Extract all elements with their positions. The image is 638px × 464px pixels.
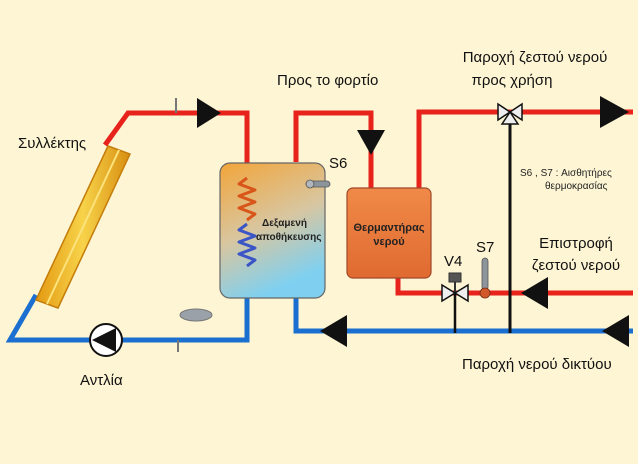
label-hot-return-2: ζεστού νερού	[532, 257, 620, 274]
arrow-solar-hot	[197, 98, 221, 128]
valve-v4	[441, 272, 469, 303]
mixing-valve-top	[497, 102, 523, 125]
heater-hot-supply-pipe	[416, 109, 633, 190]
pump	[89, 323, 123, 357]
label-tank-2: αποθήκευσης	[256, 232, 321, 243]
label-v4: V4	[444, 253, 462, 270]
label-hot-supply-1: Παροχή ζεστού νερού	[463, 49, 608, 66]
sensor-s6	[305, 179, 331, 189]
label-to-load: Προς το φορτίο	[277, 72, 378, 89]
hot-return-pipe	[395, 278, 633, 296]
arrow-to-heater	[357, 130, 385, 155]
label-s6: S6	[329, 155, 347, 172]
solar-collector	[34, 145, 132, 309]
label-pump: Αντλία	[80, 372, 123, 389]
label-hot-supply-2: προς χρήση	[472, 72, 553, 89]
solar-cold-pipe	[5, 293, 250, 343]
sensor-s7	[479, 257, 491, 299]
storage-tank	[219, 162, 326, 299]
label-sensors-note-1: S6 , S7 : Αισθητήρες	[520, 167, 612, 179]
label-mains-supply: Παροχή νερού δικτύου	[462, 356, 612, 373]
label-s7: S7	[476, 239, 494, 256]
label-collector: Συλλέκτης	[18, 135, 86, 152]
label-hot-return-1: Επιστροφή	[539, 235, 613, 252]
solar-hot-pipe	[102, 110, 250, 163]
arrow-mains-left	[320, 315, 347, 347]
label-tank-1: Δεξαμενή	[262, 218, 307, 229]
coil-cold	[237, 222, 257, 268]
label-heater-2: νερού	[373, 236, 404, 248]
arrow-hot-supply	[600, 96, 629, 128]
expansion-vessel	[177, 308, 213, 352]
arrow-hot-return	[521, 277, 548, 309]
water-heater	[346, 187, 432, 279]
label-heater-1: Θερμαντήρας	[353, 222, 424, 234]
arrow-mains-right	[602, 315, 629, 347]
mains-cold-pipe	[293, 293, 633, 334]
label-sensors-note-2: θερμοκρασίας	[545, 180, 608, 192]
coil-hot	[237, 176, 257, 222]
